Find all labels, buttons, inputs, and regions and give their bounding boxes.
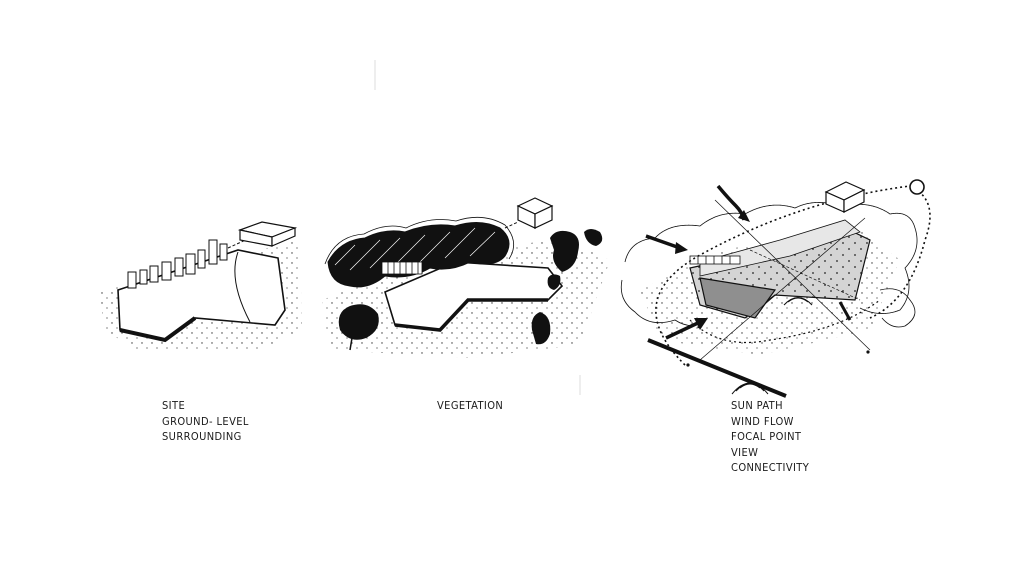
vegetation-panel — [322, 197, 610, 358]
tree-right-lower — [547, 274, 561, 290]
caption-line: WIND FLOW — [731, 414, 794, 428]
sun-path-arc-inner — [689, 299, 881, 344]
site-plot-thick-edge — [394, 298, 548, 332]
site-internal-line — [234, 251, 251, 323]
tree-lower-right — [531, 312, 551, 345]
annotation-dot — [686, 363, 690, 367]
site-plot-thick-edge — [119, 316, 197, 343]
view-lines — [699, 199, 871, 361]
caption-site: SITE GROUND- LEVEL SURROUNDING — [162, 398, 249, 445]
tree-mass-outline — [324, 216, 514, 265]
surrounding-buildings — [127, 239, 228, 289]
tree-mass-texture — [334, 227, 496, 271]
tree-canopy-right — [879, 288, 916, 328]
wind-arrowhead — [694, 318, 708, 330]
annotation-dot — [866, 350, 870, 354]
tree-mass-large — [327, 222, 510, 288]
caption-line: SURROUNDING — [162, 430, 242, 443]
surrounding-buildings — [381, 261, 423, 275]
caption-line: GROUND- LEVEL — [162, 414, 249, 428]
caption-vegetation: VEGETATION — [437, 398, 503, 414]
surrounding-buildings — [689, 255, 741, 265]
focal-point-icon-upper — [783, 297, 813, 306]
block-building — [516, 197, 554, 229]
road-line — [504, 221, 519, 229]
tree-lower-left — [338, 304, 379, 340]
sun-icon — [909, 179, 925, 195]
tree-trunk — [349, 337, 353, 351]
wind-arrowhead — [675, 242, 688, 254]
connectivity-line — [647, 338, 787, 398]
connectivity-line-right — [838, 301, 852, 321]
block-building — [237, 221, 298, 247]
caption-line: CONNECTIVITY — [731, 461, 810, 474]
wind-arrow-mid — [665, 320, 701, 340]
caption-analysis: SUN PATH WIND FLOW FOCAL POINT VIEW CONN… — [731, 398, 809, 476]
caption-line: SUN PATH — [731, 399, 783, 412]
wind-arrowhead — [738, 210, 750, 222]
wind-arrow-left — [645, 234, 681, 250]
tree-right-small — [584, 229, 603, 246]
block-building — [824, 181, 866, 213]
focal-point-icon — [731, 382, 769, 395]
caption-line: FOCAL POINT — [731, 430, 802, 443]
analysis-panel — [620, 179, 931, 398]
caption-line: VEGETATION — [437, 399, 504, 412]
caption-line: SITE — [162, 399, 186, 412]
sun-path-arc — [655, 185, 931, 366]
caption-line: VIEW — [731, 445, 759, 459]
tree-right-cluster — [550, 230, 579, 272]
site-panel — [100, 221, 302, 352]
site-plot-dark — [699, 277, 777, 319]
